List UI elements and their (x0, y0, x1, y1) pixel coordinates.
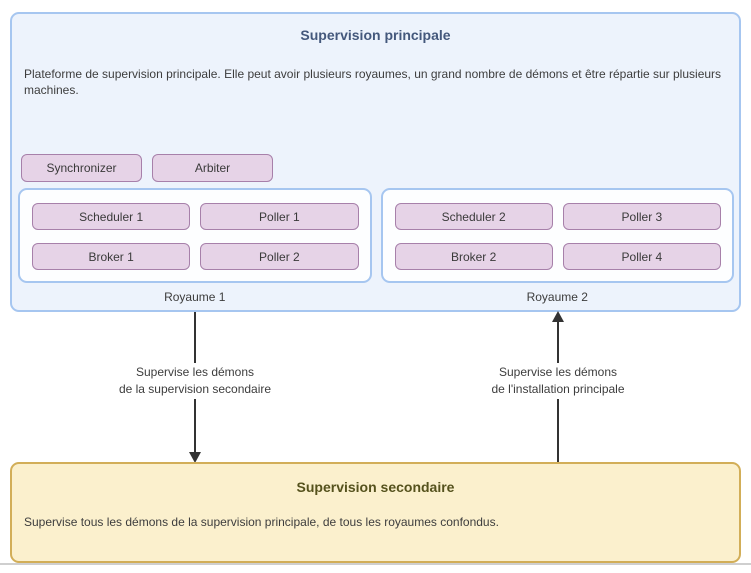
daemon-poller-4: Poller 4 (562, 243, 721, 270)
realms-row: Scheduler 1 Poller 1 Broker 1 Poller 2 S… (18, 188, 734, 283)
arrowhead-down-icon (189, 452, 201, 463)
secondary-panel-title: Supervision secondaire (296, 479, 455, 495)
realm-1-box: Scheduler 1 Poller 1 Broker 1 Poller 2 (18, 188, 372, 283)
arrow-up-label-line1: Supervise les démons (498, 365, 618, 379)
primary-supervision-panel: Supervision principale Plateforme de sup… (10, 12, 741, 312)
primary-panel-description: Plateforme de supervision principale. El… (24, 67, 722, 97)
arrow-up-label-line2: de l'installation principale (491, 382, 625, 396)
daemon-broker-2: Broker 2 (394, 243, 553, 270)
daemon-broker-1: Broker 1 (32, 243, 191, 270)
realm-1-label: Royaume 1 (164, 290, 226, 304)
secondary-supervision-panel: Supervision secondaire Supervise tous le… (10, 462, 741, 563)
daemon-arbiter: Arbiter (152, 154, 273, 182)
daemon-synchronizer: Synchronizer (21, 154, 142, 182)
realm-2-box: Scheduler 2 Poller 3 Broker 2 Poller 4 (380, 188, 734, 283)
top-daemon-row: Synchronizer Arbiter (21, 154, 273, 182)
realm-labels-row: Royaume 1 Royaume 2 (18, 290, 734, 304)
daemon-poller-2: Poller 2 (200, 243, 359, 270)
secondary-panel-description: Supervise tous les démons de la supervis… (24, 515, 499, 529)
arrow-down-label: Supervise les démons de la supervision s… (92, 363, 298, 399)
daemon-poller-3: Poller 3 (562, 203, 721, 230)
daemon-scheduler-1: Scheduler 1 (32, 203, 191, 230)
arrow-down-label-line1: Supervise les démons (135, 365, 255, 379)
daemon-poller-1: Poller 1 (200, 203, 359, 230)
realm-2-label: Royaume 2 (526, 290, 588, 304)
arrow-up-label: Supervise les démons de l'installation p… (455, 363, 661, 399)
primary-panel-title: Supervision principale (300, 27, 451, 43)
arrowhead-up-icon (552, 311, 564, 322)
arrow-down-label-line2: de la supervision secondaire (118, 382, 272, 396)
page-edge-shadow (0, 563, 751, 565)
daemon-scheduler-2: Scheduler 2 (394, 203, 553, 230)
